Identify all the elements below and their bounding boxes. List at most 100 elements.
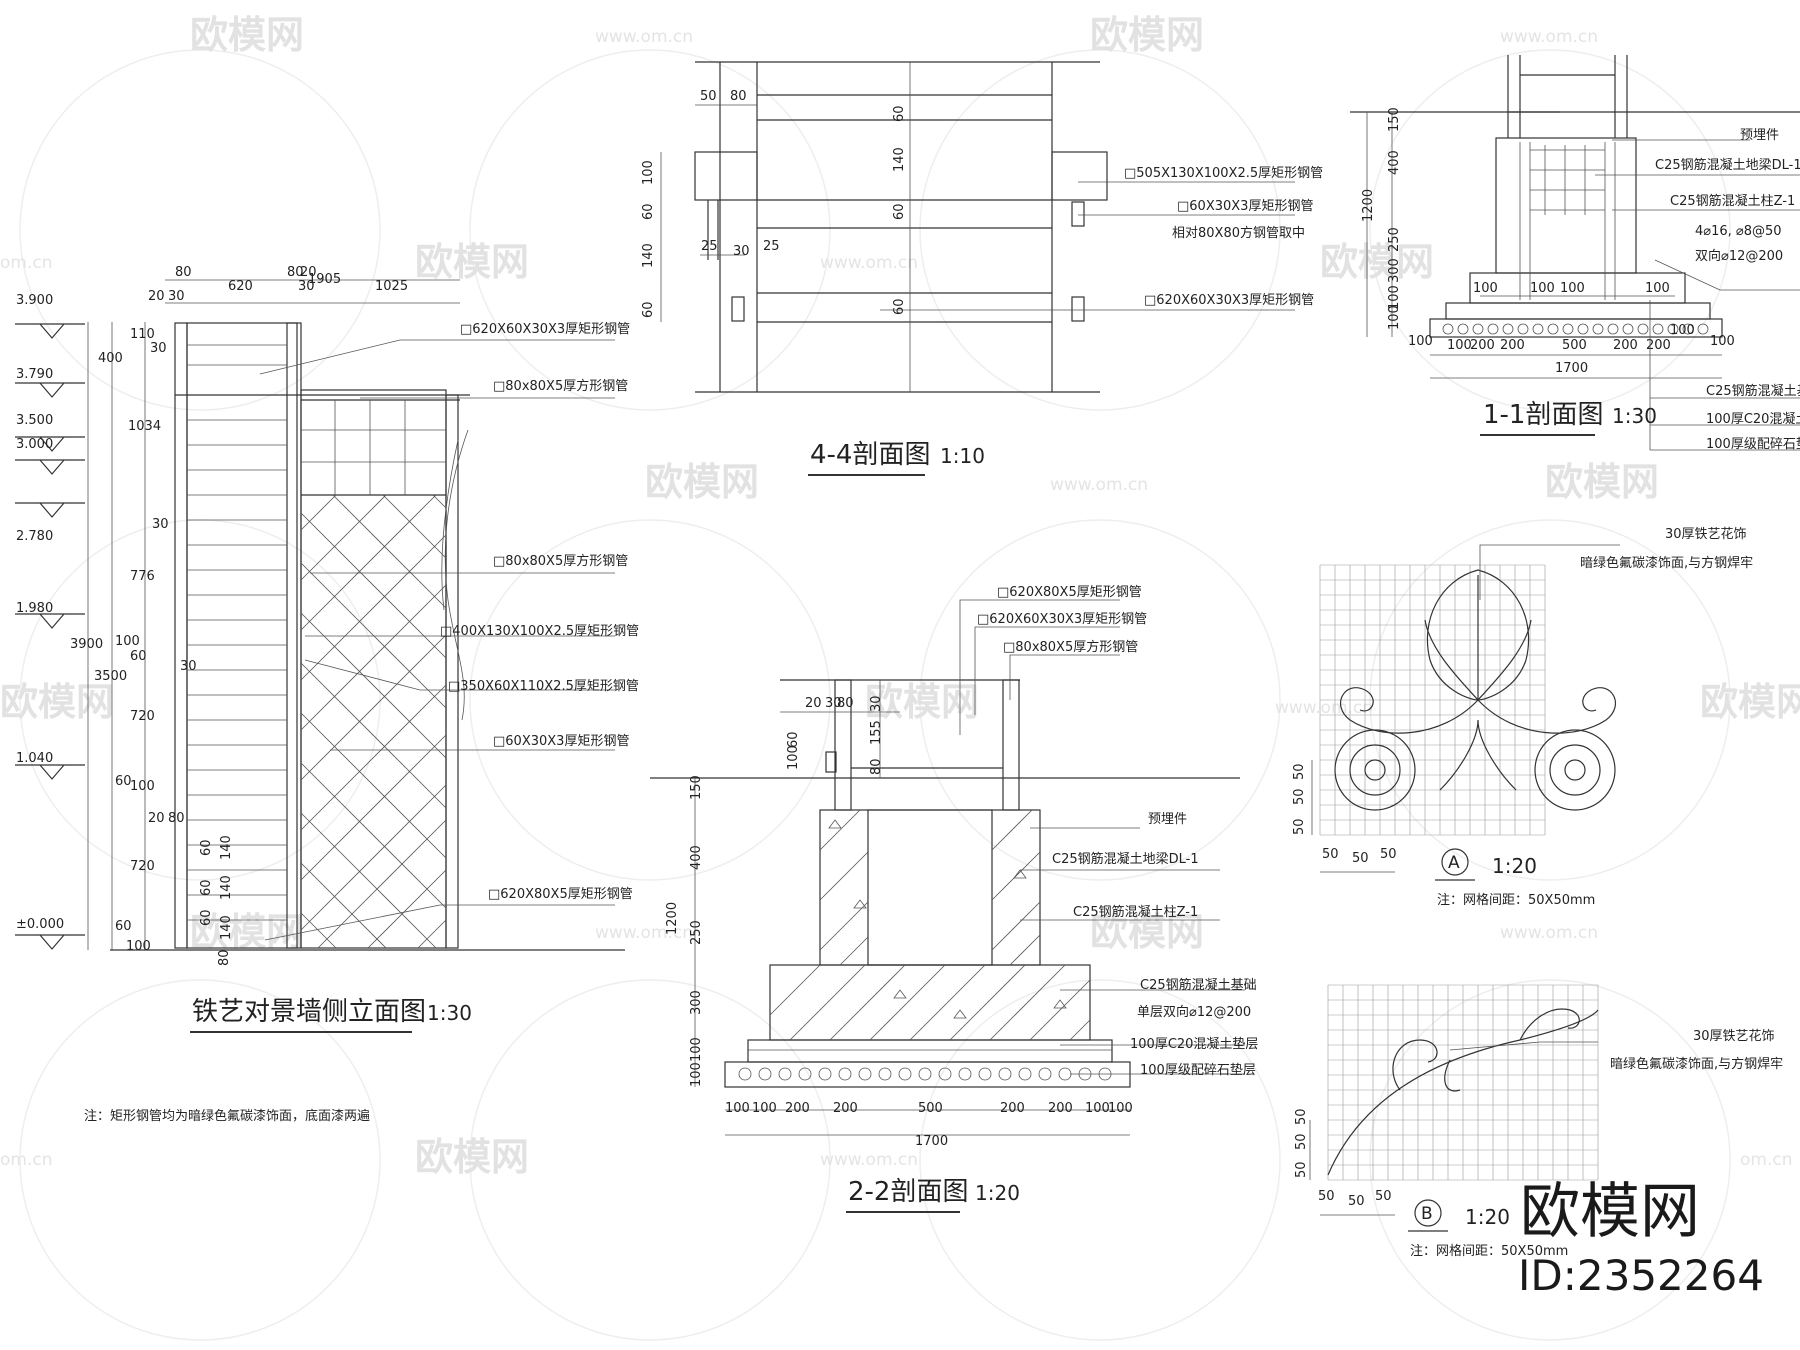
dim-label: 300 <box>1387 258 1402 283</box>
dim-label: 200 <box>1500 338 1525 353</box>
watermark-logo: 欧模网 <box>0 680 114 724</box>
elevation-callout: □350X60X110X2.5厚矩形钢管 <box>448 679 639 694</box>
dim-label: 100 <box>786 745 801 770</box>
watermark-layer: 欧模网 欧模网 欧模网 欧模网 欧模网 欧模网 欧模网 欧模网 欧模网 欧模网 … <box>0 13 1800 1341</box>
dim-label: 100 <box>1710 334 1735 349</box>
dim-label: 30 <box>168 289 185 304</box>
section-1-1-callout: 100厚级配碎石垫层 <box>1706 436 1800 452</box>
section-1-1-callout: 4⌀16, ⌀8@50 <box>1695 224 1782 239</box>
section-4-4-leaders <box>880 181 1295 311</box>
section-4-4-dims <box>660 62 911 392</box>
dim-label: 30 <box>869 695 884 712</box>
detail-b-note: 注：网格间距：50X50mm <box>1410 1243 1568 1259</box>
dim-label: 140 <box>219 915 234 940</box>
elevation-scale: 1:30 <box>427 1001 472 1025</box>
dim-label: 25 <box>701 239 718 254</box>
detail-a-callout: 暗绿色氟碳漆饰面,与方钢焊牢 <box>1580 555 1753 571</box>
watermark-ring <box>19 49 1731 1341</box>
elevation-slats <box>187 344 446 921</box>
dim-label: 1200 <box>1361 189 1376 222</box>
dim-label: 140 <box>219 875 234 900</box>
section-2-2-callout: 100厚C20混凝土垫层 <box>1130 1036 1258 1052</box>
dim-label: 720 <box>130 709 155 724</box>
watermark-url: www.om.cn <box>595 923 693 943</box>
dim-label: 60 <box>199 909 214 926</box>
dim-label: 60 <box>892 105 907 122</box>
dim-label: 60 <box>641 203 656 220</box>
watermark-logo: 欧模网 <box>1700 680 1800 724</box>
dim-label: 1700 <box>915 1134 948 1149</box>
section-2-2-leaders <box>959 599 1245 1075</box>
section-4-4-callout: □60X30X3厚矩形钢管 <box>1177 199 1313 214</box>
watermark-logo: 欧模网 <box>190 13 304 57</box>
dim-label: 400 <box>689 845 704 870</box>
section-2-2-callout: C25钢筋混凝土柱Z-1 <box>1073 904 1198 920</box>
detail-b-grid <box>1327 984 1599 1181</box>
dim-label: 200 <box>1048 1101 1073 1116</box>
detail-a-note: 注：网格间距：50X50mm <box>1437 892 1595 908</box>
dim-label: 100 <box>1387 305 1402 330</box>
elevation-dim-lines <box>87 279 460 950</box>
level-label: 3.790 <box>16 367 53 382</box>
section-1-1-scale: 1:30 <box>1612 404 1657 428</box>
section-4-4-callout: □620X60X30X3厚矩形钢管 <box>1144 293 1314 308</box>
dim-label: 50 <box>1318 1189 1335 1204</box>
dim-label: 80 <box>730 89 747 104</box>
elevation-callout: □400X130X100X2.5厚矩形钢管 <box>440 624 639 639</box>
detail-a-drawing: 50 50 50 50 50 50 30厚铁艺花饰 暗绿色氟碳漆饰面,与方钢焊牢… <box>1292 526 1753 908</box>
section-4-4-callout: □505X130X100X2.5厚矩形钢管 <box>1124 166 1323 181</box>
dim-label: 100 <box>1560 281 1585 296</box>
dim-label: 100 <box>1473 281 1498 296</box>
dim-label: 30 <box>825 696 842 711</box>
dim-label: 250 <box>689 920 704 945</box>
dim-label: 50 <box>1352 851 1369 866</box>
dim-label: 80 <box>168 811 185 826</box>
elevation-callout: □620X60X30X3厚矩形钢管 <box>460 322 630 337</box>
elevation-callout: □60X30X3厚矩形钢管 <box>493 734 629 749</box>
section-2-2-scale: 1:20 <box>975 1181 1020 1205</box>
dim-label: 500 <box>918 1101 943 1116</box>
level-label: 2.780 <box>16 529 53 544</box>
watermark-url: www.om.cn <box>1500 27 1598 47</box>
section-4-4-callout: 相对80X80方钢管取中 <box>1172 225 1305 241</box>
dim-label: 80 <box>217 949 232 966</box>
detail-a-callout: 30厚铁艺花饰 <box>1665 526 1747 542</box>
dim-label: 400 <box>1387 150 1402 175</box>
dim-label: 100 <box>126 939 151 954</box>
detail-a-tag: A <box>1448 853 1460 873</box>
section-2-2-title: 2-2剖面图 <box>848 1177 968 1207</box>
dim-label: 100 <box>1447 338 1472 353</box>
section-2-2-callout: □80x80X5厚方形钢管 <box>1003 639 1138 655</box>
dim-label: 100 <box>641 160 656 185</box>
dim-label: 500 <box>1562 338 1587 353</box>
section-2-2-callout: C25钢筋混凝土地梁DL-1 <box>1052 851 1199 867</box>
elevation-lattice <box>300 429 469 949</box>
dim-label: 60 <box>892 298 907 315</box>
watermark-url: www.om.cn <box>820 253 918 273</box>
detail-b-ornament <box>1327 1008 1599 1176</box>
section-1-1-callout: 100厚C20混凝土垫 <box>1706 411 1800 427</box>
dim-label: 100 <box>1530 281 1555 296</box>
dim-label: 50 <box>1292 763 1307 780</box>
elevation-callout: □80x80X5厚方形钢管 <box>493 553 628 569</box>
section-4-4-scale: 1:10 <box>940 444 985 468</box>
section-1-1-rebar <box>1442 142 1709 335</box>
dim-label: 100 <box>1408 334 1433 349</box>
dim-label: 80 <box>175 265 192 280</box>
dim-label: 50 <box>1294 1133 1309 1150</box>
section-1-1-callout: C25钢筋混凝土地梁DL-1 <box>1655 157 1800 173</box>
section-2-2-callout: C25钢筋混凝土基础 <box>1140 977 1257 993</box>
section-2-2-callout: 预埋件 <box>1148 812 1187 827</box>
section-1-1-leaders <box>1595 139 1800 451</box>
section-1-1-callout: C25钢筋混凝土柱Z-1 <box>1670 193 1795 209</box>
section-1-1-callout: C25钢筋混凝土基 <box>1706 383 1800 399</box>
level-label: 1.980 <box>16 601 53 616</box>
dim-label: 25 <box>763 239 780 254</box>
dim-label: 30 <box>298 279 315 294</box>
watermark-url: om.cn <box>1740 1150 1793 1170</box>
dim-label: 200 <box>833 1101 858 1116</box>
dim-label: 20 <box>805 696 822 711</box>
level-label: ±0.000 <box>16 917 64 932</box>
dim-label: 60 <box>115 919 132 934</box>
dim-label: 140 <box>219 835 234 860</box>
